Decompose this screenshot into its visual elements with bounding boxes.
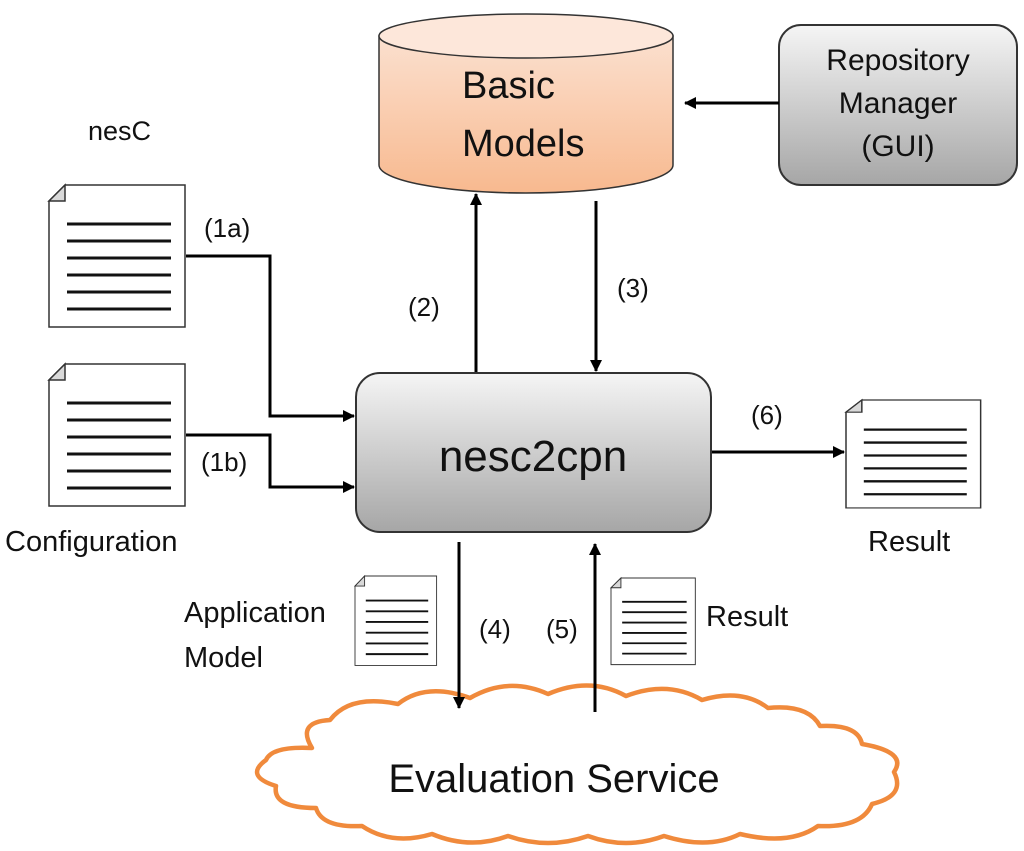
edge-1b	[186, 433, 355, 493]
result-bottom-label: Result	[706, 601, 788, 633]
nesc2cpn-label: nesc2cpn	[439, 432, 627, 481]
edge-label-5: (5)	[546, 614, 578, 644]
edge-label-2: (2)	[408, 292, 440, 322]
edge-label-1b: (1b)	[201, 447, 247, 477]
basic-models-label-line2: Models	[462, 123, 585, 165]
document-lines-icon	[47, 183, 187, 329]
basic-models-label-line1: Basic	[462, 65, 555, 107]
document-lines-icon	[844, 398, 983, 510]
result-document-right: Result	[844, 398, 983, 558]
nesc2cpn-box: nesc2cpn	[355, 372, 712, 533]
edge-label-4: (4)	[479, 614, 511, 644]
document-lines-icon	[610, 577, 697, 666]
application-model-line2: Model	[184, 642, 263, 674]
configuration-document: Configuration	[5, 362, 187, 558]
evaluation-service-label: Evaluation Service	[388, 757, 719, 801]
document-lines-icon	[354, 575, 438, 667]
result-document-bottom: Result	[610, 577, 788, 666]
application-model-line1: Application	[184, 597, 326, 629]
edge-label-6: (6)	[751, 400, 783, 430]
cylinder-database-icon	[378, 13, 674, 194]
nesc-document: nesC	[47, 116, 187, 329]
edges	[186, 97, 845, 712]
evaluation-service-cloud: Evaluation Service	[254, 683, 900, 846]
edge-label-3: (3)	[617, 273, 649, 303]
basic-models-database: Basic Models	[378, 13, 674, 194]
repository-manager-box: Repository Manager (GUI)	[778, 24, 1018, 186]
repository-manager-line1: Repository	[826, 44, 969, 77]
edge-1a	[186, 254, 355, 422]
result-right-label: Result	[868, 526, 950, 558]
nesc-label: nesC	[88, 116, 151, 146]
repository-manager-line3: (GUI)	[861, 130, 934, 163]
configuration-label: Configuration	[5, 526, 178, 558]
document-lines-icon	[47, 362, 187, 508]
edge-label-1a: (1a)	[204, 213, 250, 243]
repository-manager-line2: Manager	[839, 87, 957, 120]
cloud-icon	[254, 683, 900, 846]
application-model-document: Application Model	[184, 575, 438, 674]
edge-labels: (1a) (1b) (2) (3) (4) (5) (6)	[201, 213, 783, 644]
